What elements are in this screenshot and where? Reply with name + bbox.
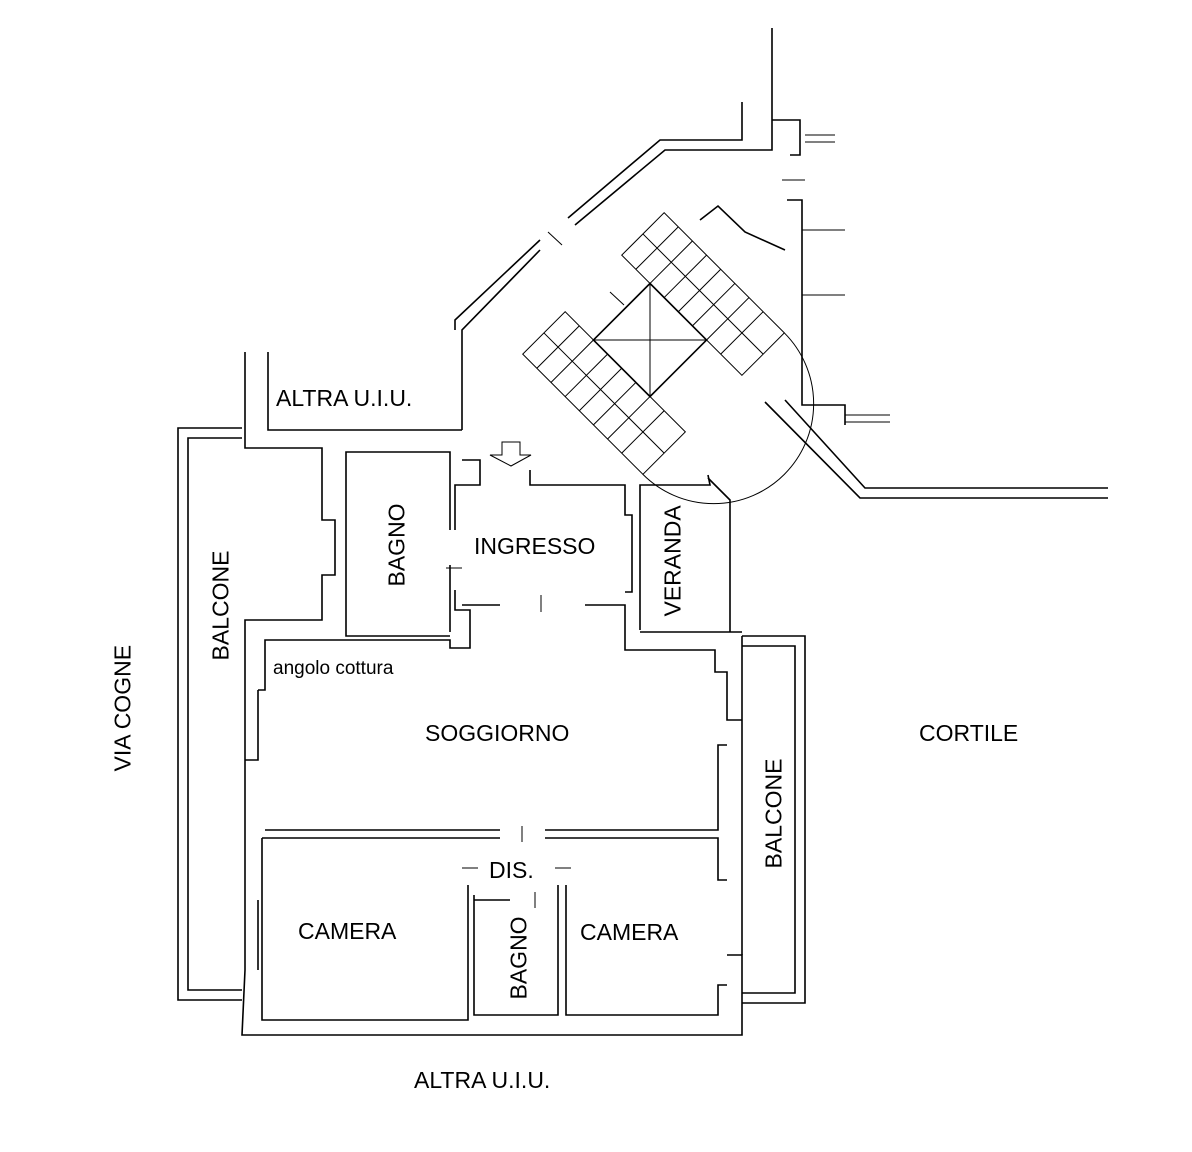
label-camera-right: CAMERA (580, 919, 679, 945)
upper-bathroom-walls (345, 451, 462, 637)
label-bagno-top: BAGNO (383, 503, 410, 587)
apartment-outer-walls (241, 352, 743, 1036)
entrance-arrow-icon (489, 441, 532, 467)
veranda-walls (639, 474, 742, 633)
label-via-cogne: VIA COGNE (109, 644, 136, 772)
right-balcony-walls (742, 635, 806, 1004)
label-bagno-bottom: BAGNO (505, 916, 532, 1000)
label-altra-uiu-bottom: ALTRA U.I.U. (414, 1067, 551, 1093)
ingresso-walls (258, 249, 742, 721)
lower-walls (261, 744, 727, 1021)
label-soggiorno: SOGGIORNO (425, 720, 570, 746)
left-balcony-walls (177, 427, 242, 1001)
stairwell (522, 212, 815, 505)
label-dis: DIS. (489, 857, 534, 883)
label-balcone-left: BALCONE (207, 550, 234, 661)
label-ingresso: INGRESSO (474, 533, 596, 559)
label-camera-left: CAMERA (298, 918, 397, 944)
label-veranda: VERANDA (659, 505, 686, 617)
label-angolo-cottura: angolo cottura (273, 658, 394, 679)
label-altra-uiu-top: ALTRA U.I.U. (276, 385, 413, 411)
label-cortile: CORTILE (919, 720, 1019, 746)
label-balcone-right: BALCONE (760, 758, 787, 869)
building-corridor-walls (454, 28, 1108, 499)
